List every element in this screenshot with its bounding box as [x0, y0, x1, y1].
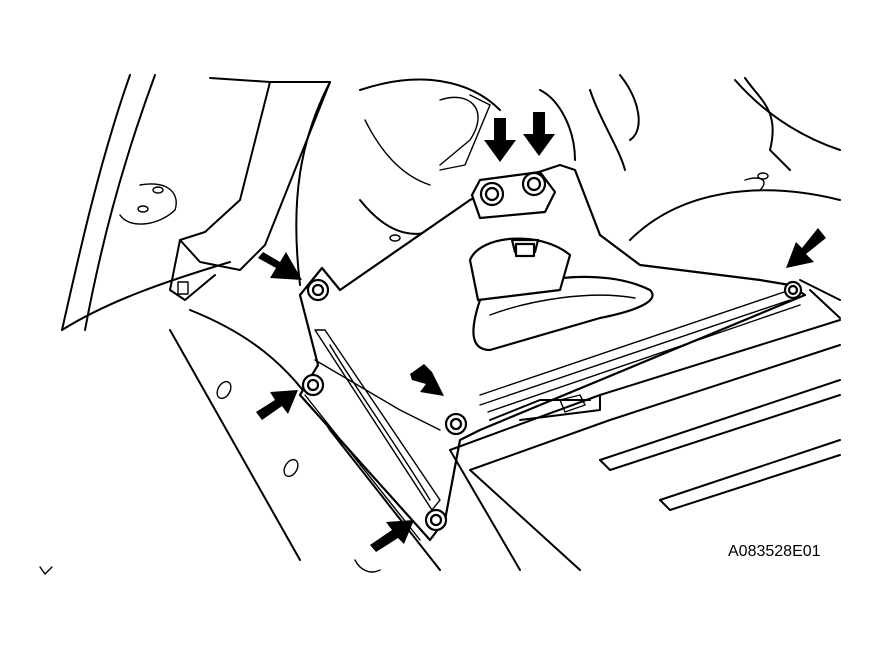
- arrow-right-icon: [256, 390, 298, 420]
- bolt-bracket-bottom: [424, 508, 448, 532]
- battery-case: [449, 319, 841, 571]
- wheel-house: [295, 74, 640, 286]
- bolt-bracket-top: [306, 278, 330, 302]
- illustration-code: A083528E01: [728, 543, 821, 560]
- arrow-right-icon: [258, 252, 302, 280]
- bolt-upper-left: [479, 181, 505, 207]
- arrow-down-icon: [523, 112, 555, 156]
- body-panel-left: [61, 74, 231, 331]
- arrow-right-icon: [370, 520, 414, 552]
- arrow-down-right-icon: [410, 364, 444, 396]
- bolts: [301, 171, 803, 532]
- seat-belt-strap: [169, 77, 331, 301]
- battery-bracket: [298, 163, 807, 542]
- bolt-upper-right: [521, 171, 547, 197]
- arrow-down-left-icon: [786, 228, 826, 268]
- rear-body-right: [629, 77, 841, 319]
- arrow-down-icon: [484, 118, 516, 162]
- bolt-bracket-mid: [301, 373, 325, 397]
- bolt-right: [783, 280, 803, 300]
- bolt-center: [444, 412, 468, 436]
- arrows: [256, 112, 826, 552]
